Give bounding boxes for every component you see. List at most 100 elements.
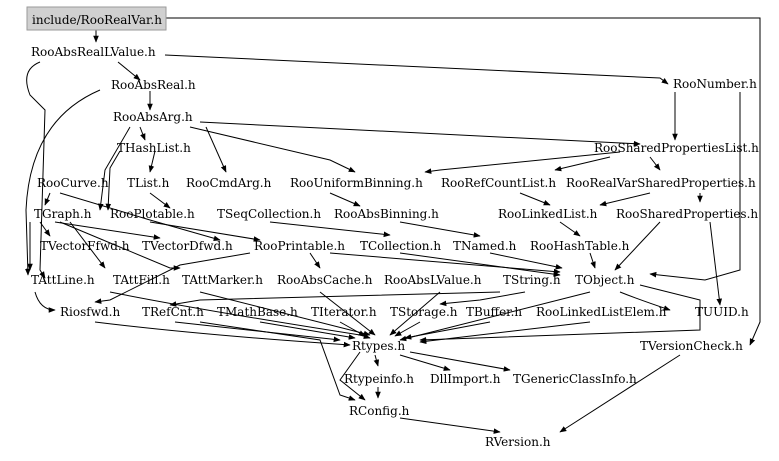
node-roohashtable[interactable]: RooHashTable.h: [530, 239, 630, 253]
edge: [329, 252, 561, 275]
edge: [319, 291, 376, 336]
node-rconfig[interactable]: RConfig.h: [349, 404, 410, 418]
edge: [169, 291, 501, 307]
node-rversion[interactable]: RVersion.h: [485, 435, 551, 449]
node-tuuid[interactable]: TUUID.h: [695, 305, 749, 319]
node-rooabsarg[interactable]: RooAbsArg.h: [113, 110, 193, 124]
edge: [599, 192, 651, 207]
node-thashlist[interactable]: THashList.h: [117, 141, 191, 155]
node-rooabsbinning[interactable]: RooAbsBinning.h: [334, 207, 439, 221]
edge: [419, 321, 591, 345]
edge: [399, 291, 591, 342]
node-dllimport[interactable]: DllImport.h: [430, 372, 501, 386]
node-tversioncheck[interactable]: TVersionCheck.h: [640, 339, 743, 353]
node-tattfill[interactable]: TAttFill.h: [113, 273, 170, 287]
node-tmathbase[interactable]: TMathBase.h: [217, 305, 298, 319]
edge: [554, 156, 611, 172]
edge: [649, 92, 741, 281]
edge: [559, 221, 581, 237]
edge: [94, 252, 251, 304]
edge: [399, 221, 481, 238]
edge: [39, 221, 51, 237]
node-roolinkedlist[interactable]: RooLinkedList.h: [498, 207, 598, 221]
node-tattmarker[interactable]: TAttMarker.h: [182, 273, 263, 287]
node-roosharedproperties[interactable]: RooSharedProperties.h: [616, 207, 758, 221]
node-roosharedpropertieslist[interactable]: RooSharedPropertiesList.h: [594, 141, 759, 155]
node-tobject[interactable]: TObject.h: [575, 273, 635, 287]
edge: [205, 126, 227, 173]
edge: [309, 252, 321, 269]
node-riosfwd[interactable]: Riosfwd.h: [60, 305, 120, 319]
edge: [54, 221, 161, 240]
node-tlist[interactable]: TList.h: [127, 176, 170, 190]
node-tvectorffwd[interactable]: TVectorFfwd.h: [40, 239, 130, 253]
root-node-box: [26, 6, 167, 31]
node-rtypes[interactable]: Rtypes.h: [352, 339, 405, 353]
edge: [614, 221, 661, 271]
edge: [259, 321, 356, 340]
node-rooabsreal[interactable]: RooAbsReal.h: [111, 78, 196, 92]
node-labels: include/RooRealVar.h RooAbsRealLValue.h …: [31, 13, 759, 449]
node-tcollection[interactable]: TCollection.h: [360, 239, 441, 253]
edge: [98, 126, 131, 211]
edge: [109, 291, 371, 339]
edge: [329, 192, 361, 207]
edge: [439, 291, 526, 307]
edge: [69, 221, 106, 269]
node-tgraph[interactable]: TGraph.h: [34, 207, 92, 221]
node-roonumber[interactable]: RooNumber.h: [673, 77, 757, 91]
edge: [339, 321, 366, 337]
edge: [148, 150, 156, 173]
node-tstorage[interactable]: TStorage.h: [390, 305, 458, 319]
edge: [424, 151, 621, 174]
node-roocurve[interactable]: RooCurve.h: [37, 176, 109, 190]
node-tvectordfwd[interactable]: TVectorDfwd.h: [142, 239, 233, 253]
edge: [404, 321, 491, 340]
node-rooabsreallvalue[interactable]: RooAbsRealLValue.h: [31, 45, 156, 59]
node-roocmdarg[interactable]: RooCmdArg.h: [186, 176, 272, 190]
edge: [149, 192, 171, 209]
node-rooabscache[interactable]: RooAbsCache.h: [277, 273, 373, 287]
edge: [139, 126, 146, 141]
node-tnamed[interactable]: TNamed.h: [453, 239, 517, 253]
edge: [619, 291, 671, 311]
node-roouniformbinning[interactable]: RooUniformBinning.h: [290, 176, 423, 190]
node-tbuffer[interactable]: TBuffer.h: [466, 305, 522, 319]
node-trefcnt[interactable]: TRefCnt.h: [142, 305, 204, 319]
node-roorealvarsharedproperties[interactable]: RooRealVarSharedProperties.h: [566, 176, 756, 190]
node-roorefcountlist[interactable]: RooRefCountList.h: [441, 176, 556, 190]
edge: [269, 221, 391, 238]
node-tstring[interactable]: TString.h: [503, 273, 561, 287]
edge: [34, 291, 56, 313]
edge: [519, 192, 551, 206]
edge: [189, 126, 356, 173]
edge: [399, 252, 561, 277]
edge: [419, 284, 701, 343]
edge: [394, 321, 421, 337]
edge: [94, 321, 351, 348]
edge: [44, 192, 51, 206]
edge: [59, 221, 181, 271]
edge: [709, 221, 723, 306]
node-tgenericclassinfo[interactable]: TGenericClassInfo.h: [513, 372, 637, 386]
edge: [559, 354, 681, 433]
node-roolinkedlistelem[interactable]: RooLinkedListElem.h: [536, 305, 667, 319]
node-rooprintable[interactable]: RooPrintable.h: [254, 239, 345, 253]
edge: [117, 61, 141, 81]
edge: [59, 192, 221, 241]
node-rooabslvalue[interactable]: RooAbsLValue.h: [384, 273, 482, 287]
edge: [105, 150, 121, 211]
edge: [339, 351, 366, 401]
node-tattline[interactable]: TAttLine.h: [31, 273, 95, 287]
node-tseqcollection[interactable]: TSeqCollection.h: [217, 207, 321, 221]
node-include-rooreal-var[interactable]: include/RooRealVar.h: [32, 13, 162, 27]
node-titerator[interactable]: TIterator.h: [311, 305, 377, 319]
edge: [399, 354, 451, 371]
edge: [589, 252, 596, 269]
node-rtypeinfo[interactable]: Rtypeinfo.h: [344, 372, 414, 386]
edge: [165, 17, 761, 346]
edge: [164, 54, 669, 85]
edge: [409, 351, 511, 372]
node-rooplotable[interactable]: RooPlotable.h: [110, 207, 195, 221]
